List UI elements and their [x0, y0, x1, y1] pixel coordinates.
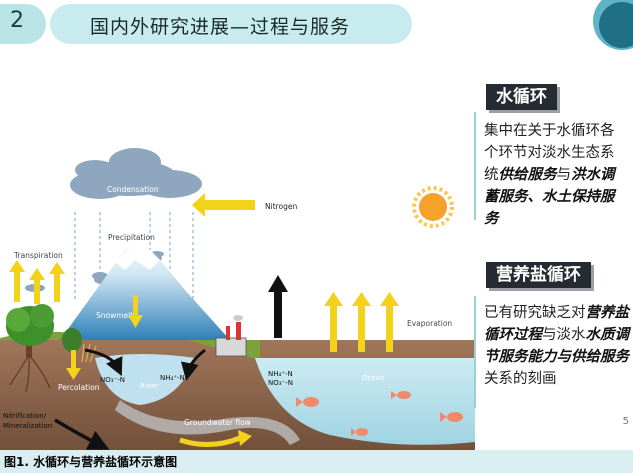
water-cycle-text: 集中在关于水循环各个环节对淡水生态系统供给服务与洪水调蓄服务、水土保持服务 [484, 123, 615, 227]
percolation-arrow [66, 350, 81, 380]
rain-lines [74, 212, 194, 300]
no3-ocean-label: NO₃⁻-N [268, 379, 293, 387]
snowmelt-arrow [128, 295, 143, 328]
divider [474, 296, 476, 408]
mountain [60, 240, 230, 340]
page-number: 5 [622, 416, 629, 427]
snowmelt-label: Snowmelt [96, 311, 133, 320]
nitrogen-label: Nitrogen [265, 202, 298, 211]
section-number-badge: 2 [0, 4, 46, 44]
divider [474, 112, 476, 220]
figure-caption: 图1. 水循环与营养盐循环示意图 [4, 455, 178, 469]
precipitation-label: Precipitation [108, 233, 155, 242]
crop-icon [81, 343, 97, 363]
cloud-icon [70, 148, 202, 199]
caption-bar [0, 450, 633, 473]
water-cycle-heading: 水循环 [486, 84, 557, 110]
tree-icon [6, 304, 82, 357]
percolation-label: Percolation [58, 383, 100, 392]
factory-icon [215, 315, 247, 357]
nutrient-cycle-text: 已有研究缺乏对营养盐循环过程与淡水水质调节服务能力与供给服务关系的刻画 [484, 304, 629, 387]
condensation-label: Condensation [107, 185, 159, 194]
nitrification-arrow [54, 418, 110, 450]
ocean-label: Ocean [362, 374, 384, 382]
ocean [255, 358, 475, 445]
no3-label: NO₃⁻-N [100, 376, 125, 384]
river-label: River [140, 382, 158, 390]
transpiration-arrows [9, 260, 65, 304]
nitrogen-arrow [192, 193, 255, 217]
nutrient-cycle-heading: 营养盐循环 [486, 262, 591, 288]
fish-icon [296, 391, 463, 436]
sun-icon [412, 186, 454, 228]
transpiration-label: Transpiration [13, 251, 63, 260]
title-bar: 国内外研究进展—过程与服务 [50, 4, 412, 44]
black-up-arrow [268, 275, 288, 338]
section-number: 2 [10, 8, 24, 33]
roots [9, 354, 51, 393]
groundwater-band [115, 400, 300, 445]
evaporation-arrows [324, 292, 399, 352]
corner-decoration-inner [599, 2, 633, 48]
nh4-river-label: NH₄⁺-N [160, 374, 185, 382]
nitrification-label-2: Mineralization [3, 422, 52, 430]
groundwater-label: Groundwater flow [184, 418, 251, 427]
nitrification-label-1: Nitrification/ [3, 412, 47, 420]
nutrient-arrows [84, 348, 206, 381]
nh4-ocean-label: NH₄⁺-N [268, 370, 293, 378]
evaporation-label: Evaporation [407, 319, 452, 328]
page-title: 国内外研究进展—过程与服务 [90, 16, 351, 38]
water-nutrient-cycle-diagram: Condensation Precipitation Nitrogen [0, 148, 475, 468]
groundwater-arrow [179, 430, 252, 447]
